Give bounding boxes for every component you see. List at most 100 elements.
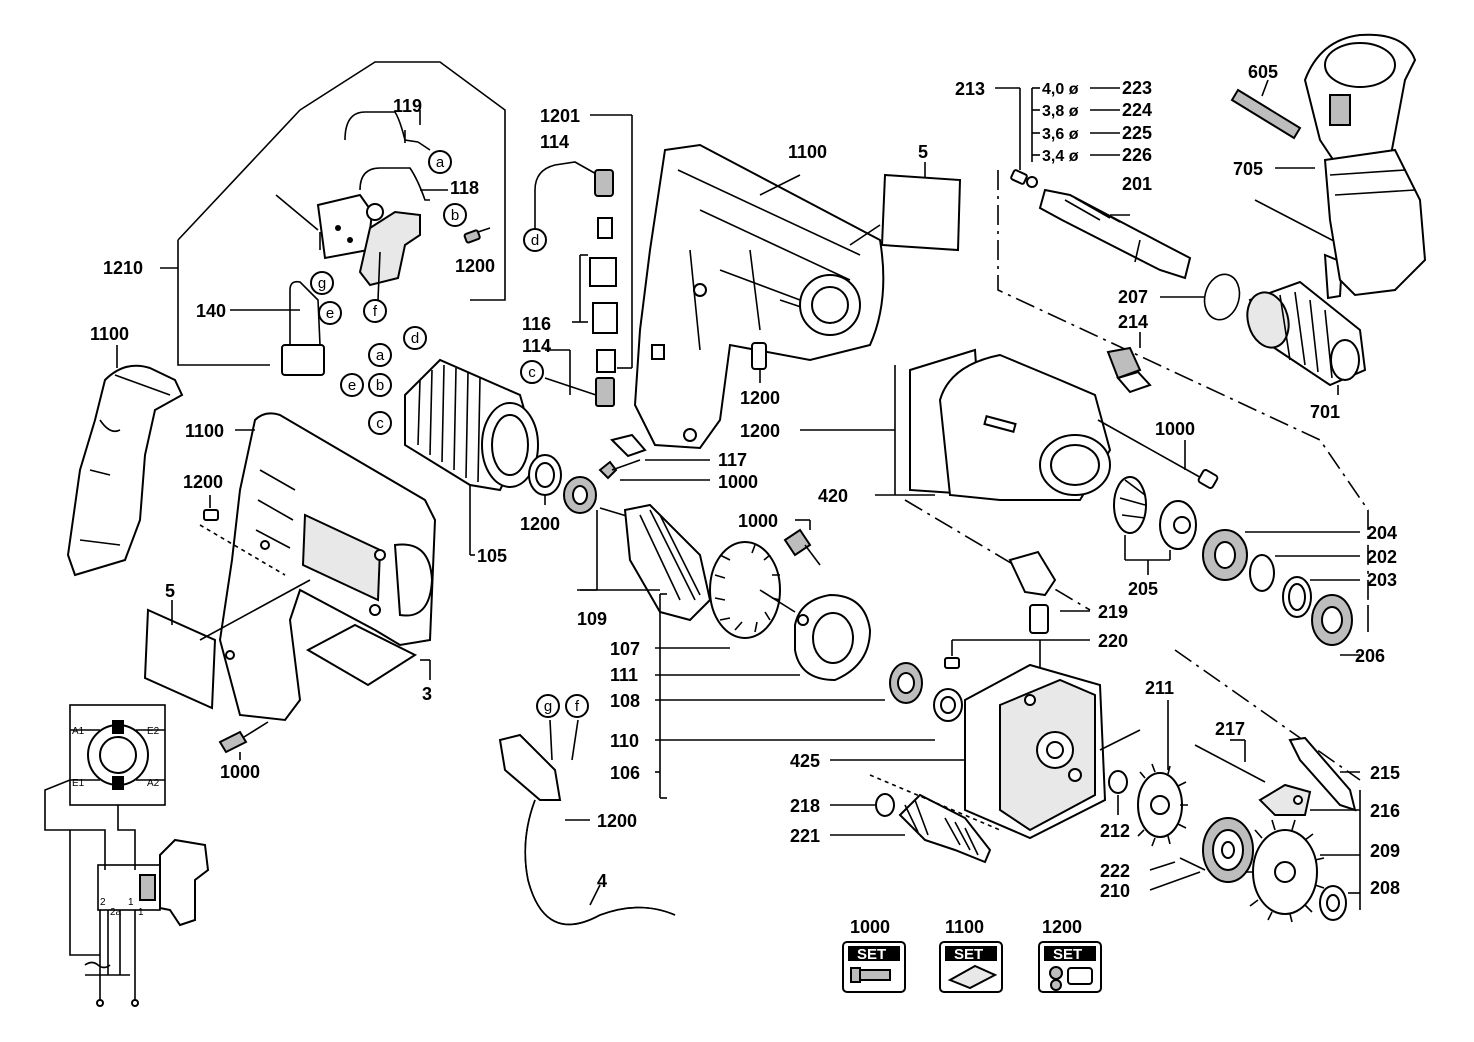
label-1100-handle: 1100	[90, 324, 129, 344]
ring-207	[1160, 273, 1241, 321]
gear-shaft-221	[830, 774, 1001, 864]
bearing-109	[563, 476, 598, 591]
label-114-top: 114	[540, 132, 569, 152]
gear-housing-420	[909, 348, 1112, 501]
circle-g-2: g	[536, 694, 560, 718]
handle-1100-left	[66, 364, 184, 577]
label-117: 117	[718, 450, 747, 470]
label-111: 111	[610, 665, 638, 685]
label-205: 205	[1128, 579, 1158, 599]
svg-text:c: c	[376, 415, 384, 432]
label-1000-plate: 1000	[738, 511, 778, 531]
label-109: 109	[577, 609, 607, 629]
circle-f-2: f	[565, 694, 589, 718]
label-1200-cord: 1200	[597, 811, 637, 831]
label-218: 218	[790, 796, 820, 816]
nameplate-5-left	[143, 579, 311, 710]
label-203: 203	[1367, 570, 1397, 590]
knob-219	[1008, 550, 1090, 634]
circle-e-1: e	[318, 301, 342, 325]
wiring-diagram	[44, 704, 210, 1007]
screw-1000-left	[218, 721, 269, 760]
screw-1000-plate	[783, 519, 821, 566]
label-201: 201	[1122, 174, 1152, 194]
label-210: 210	[1100, 881, 1130, 901]
dim-225: 3,6 ø	[1042, 126, 1079, 143]
label-105: 105	[477, 546, 507, 566]
label-216: 216	[1370, 801, 1400, 821]
label-1000-long-screw: 1000	[1155, 419, 1195, 439]
bearing-108	[889, 662, 923, 704]
bearing-206	[1311, 594, 1353, 646]
label-1100-housing: 1100	[185, 421, 224, 441]
svg-text:f: f	[373, 303, 378, 320]
wiring-a1: A1	[72, 726, 85, 737]
dim-226: 3,4 ø	[1042, 148, 1079, 165]
wiring-terminal-1: 1	[128, 897, 134, 908]
capacitor-140	[281, 280, 325, 376]
circle-f-1: f	[363, 299, 387, 323]
label-1201: 1201	[540, 106, 580, 126]
gear-211	[1137, 700, 1188, 847]
label-1210: 1210	[103, 258, 143, 278]
label-705: 705	[1233, 159, 1263, 179]
wiring-a2: A2	[147, 778, 160, 789]
label-3: 3	[422, 684, 432, 704]
svg-text:SET: SET	[954, 946, 983, 963]
selector-214	[1106, 332, 1152, 394]
svg-text:e: e	[348, 377, 356, 394]
label-1200-sleeve: 1200	[520, 514, 560, 534]
dim-224: 3,8 ø	[1042, 103, 1079, 120]
label-206: 206	[1355, 646, 1385, 666]
nameplate-5-top	[849, 162, 962, 252]
label-5-left: 5	[165, 581, 175, 601]
label-114-bottom: 114	[522, 336, 551, 356]
label-1200-left: 1200	[183, 472, 223, 492]
label-211: 211	[1145, 678, 1174, 698]
label-222: 222	[1100, 861, 1130, 881]
pin-222	[1149, 857, 1206, 871]
circle-c-1: c	[520, 360, 544, 384]
washer-208	[1319, 885, 1360, 921]
circle-g-1: g	[310, 271, 334, 295]
armature-107	[599, 503, 796, 639]
cord-4	[498, 719, 676, 926]
label-118: 118	[450, 178, 479, 198]
label-1100-top: 1100	[788, 142, 827, 162]
svg-text:g: g	[544, 698, 552, 715]
svg-text:e: e	[326, 305, 334, 322]
circle-b-1: b	[443, 203, 467, 227]
label-207: 207	[1118, 287, 1148, 307]
wiring-e1: E1	[72, 778, 85, 789]
label-5-top: 5	[918, 142, 928, 162]
plate-111	[794, 593, 872, 682]
label-1200-housing: 1200	[740, 421, 780, 441]
wiring-terminal-1b: 1	[138, 907, 144, 918]
label-420: 420	[818, 486, 848, 506]
circle-b-2: b	[368, 373, 392, 397]
label-220: 220	[1098, 631, 1128, 651]
svg-text:d: d	[531, 232, 539, 249]
housing-half-right	[633, 143, 885, 450]
svg-text:g: g	[318, 275, 326, 292]
label-425: 425	[790, 751, 820, 771]
bevel-gear-205	[1113, 476, 1197, 575]
label-1200-pin-top: 1200	[740, 388, 780, 408]
wiring-terminal-2: 2	[100, 897, 106, 908]
svg-text:d: d	[411, 330, 419, 347]
label-701: 701	[1310, 402, 1340, 422]
label-213: 213	[955, 79, 985, 99]
label-1000-117: 1000	[718, 472, 758, 492]
label-plate-3	[305, 623, 431, 687]
set-1000-number: 1000	[850, 917, 890, 937]
label-208: 208	[1370, 878, 1400, 898]
label-107: 107	[610, 639, 640, 659]
label-116: 116	[522, 314, 551, 334]
bracket-216	[1258, 783, 1360, 816]
label-224: 224	[1122, 100, 1152, 120]
chuck-701	[1246, 199, 1381, 395]
clutch-210	[1149, 817, 1254, 891]
label-1000-left: 1000	[220, 762, 260, 782]
label-221: 221	[790, 826, 820, 846]
